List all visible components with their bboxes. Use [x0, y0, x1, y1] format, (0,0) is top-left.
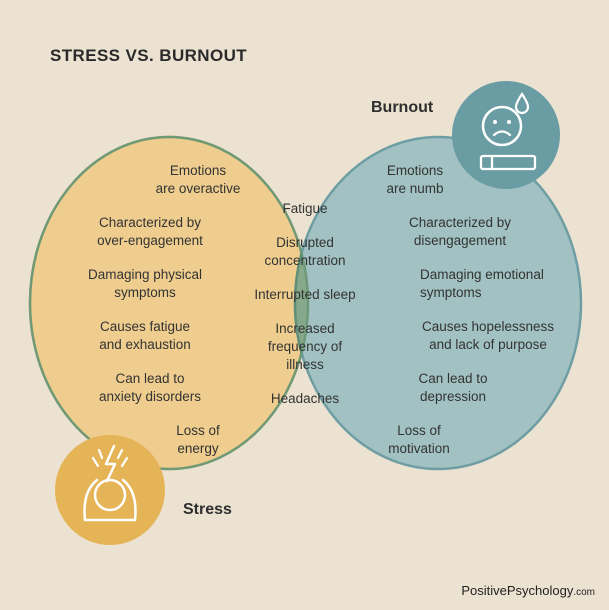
overlap-item: Fatigue [282, 201, 328, 216]
sad-face-cigarette-icon [452, 81, 560, 189]
overlap-item: Headaches [270, 391, 340, 406]
stressed-head-lightning-icon [55, 435, 165, 545]
brand-suffix: .com [573, 587, 595, 598]
overlap-right-edge [293, 137, 308, 469]
overlap-item: Interrupted sleep [254, 287, 356, 302]
brand-watermark: PositivePsychology.com [461, 583, 595, 598]
stress-set-title: Stress [183, 501, 232, 518]
brand-name: PositivePsychology [461, 583, 574, 598]
page-title: STRESS VS. BURNOUT [50, 46, 248, 65]
burnout-set-title: Burnout [371, 99, 434, 116]
overlap-left-edge [28, 135, 310, 471]
